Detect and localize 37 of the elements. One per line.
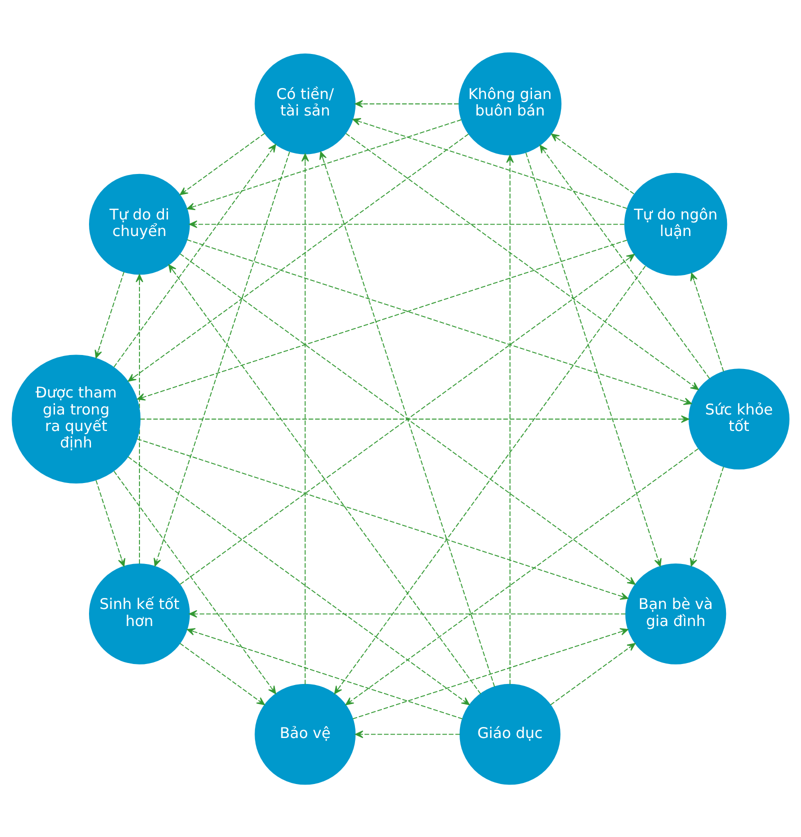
arrow bbox=[180, 642, 265, 706]
arrow bbox=[690, 272, 724, 372]
arrow bbox=[128, 456, 470, 706]
arrow bbox=[136, 438, 628, 600]
arrow bbox=[506, 154, 514, 685]
arrow bbox=[94, 271, 124, 358]
arrow bbox=[334, 266, 646, 694]
arrow bbox=[168, 264, 482, 694]
arrow bbox=[354, 100, 460, 108]
arrow bbox=[140, 415, 690, 423]
arrow bbox=[114, 470, 276, 694]
arrow bbox=[136, 240, 628, 401]
arrow bbox=[180, 132, 266, 196]
arrow bbox=[551, 134, 634, 194]
arrow bbox=[136, 274, 144, 564]
arrow bbox=[352, 628, 628, 720]
arrow bbox=[128, 134, 469, 382]
arrow bbox=[186, 628, 463, 720]
arrow bbox=[96, 480, 126, 567]
arrow bbox=[352, 118, 628, 209]
arrow bbox=[186, 119, 462, 210]
arrow bbox=[319, 151, 495, 688]
arrow bbox=[188, 610, 626, 618]
arrow bbox=[114, 144, 276, 368]
arrow bbox=[346, 133, 699, 390]
arrow bbox=[540, 144, 710, 379]
arrow bbox=[301, 153, 309, 685]
arrow bbox=[355, 730, 460, 738]
arrow bbox=[550, 643, 636, 706]
arrow bbox=[690, 466, 724, 567]
arrow bbox=[345, 448, 699, 706]
arrow bbox=[186, 239, 692, 405]
arrow bbox=[525, 152, 662, 567]
arrow bbox=[189, 220, 625, 228]
node-circle: Được tham gia trong ra quyết định bbox=[12, 354, 141, 484]
arrow bbox=[154, 151, 290, 567]
node-circle: Sinh kế tốt hơn bbox=[89, 563, 190, 664]
